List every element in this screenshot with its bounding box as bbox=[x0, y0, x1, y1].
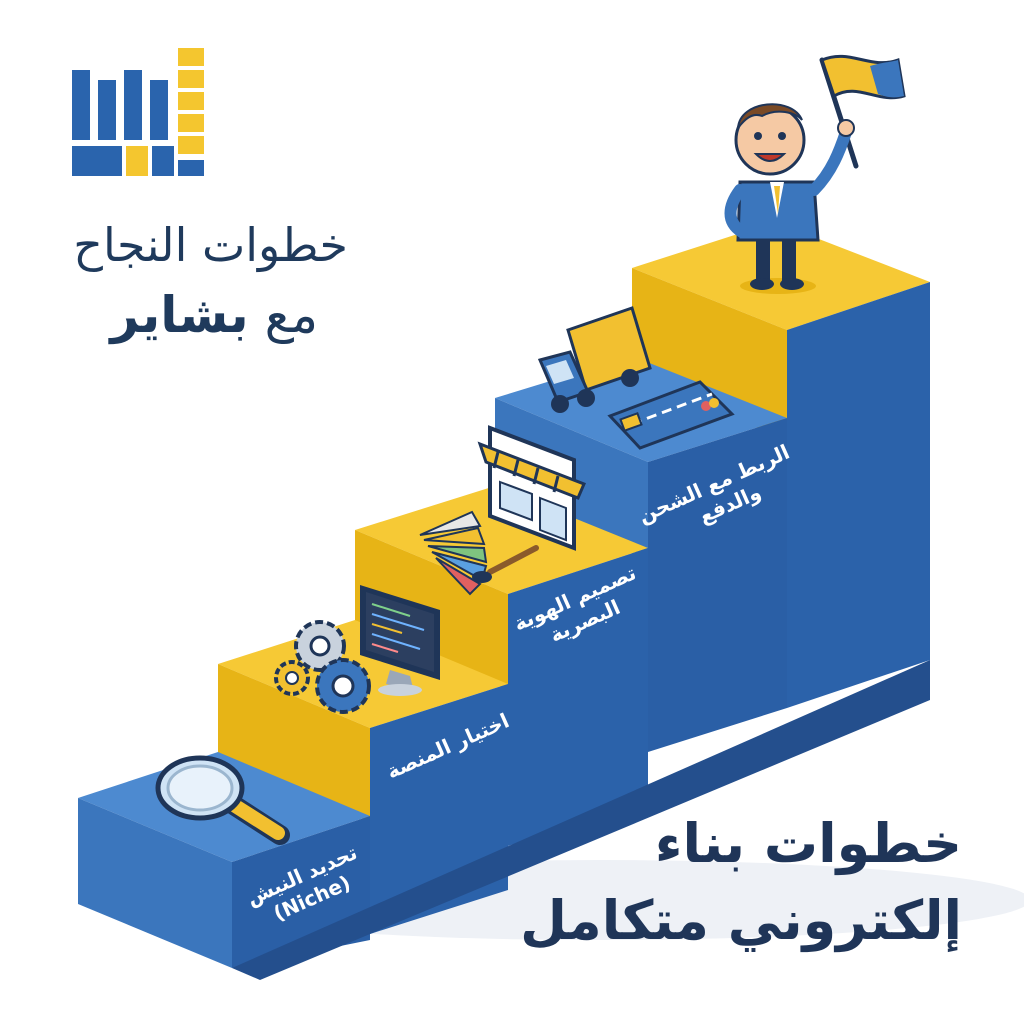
storefront-icon bbox=[477, 425, 586, 551]
main-title-line-1: خطوات بناء bbox=[654, 812, 962, 875]
logo-mark bbox=[72, 48, 204, 176]
main-title: خطوات بناء إلكتروني متكامل bbox=[492, 806, 962, 959]
gears-icon bbox=[274, 620, 371, 714]
magnifier-icon bbox=[155, 755, 290, 845]
stair-step-4 bbox=[632, 222, 930, 708]
tagline-line-2: مع بشاير bbox=[110, 286, 318, 344]
main-title-line-2: إلكتروني متكامل bbox=[520, 888, 962, 952]
stair-side-face bbox=[232, 660, 930, 980]
delivery-truck-icon bbox=[537, 306, 652, 413]
tagline-prefix: مع bbox=[264, 286, 318, 344]
monitor-code-icon bbox=[360, 585, 440, 696]
businessman-with-flag bbox=[724, 54, 906, 294]
tagline-brand-name: بشاير bbox=[110, 286, 249, 344]
credit-card-icon bbox=[607, 380, 735, 450]
paintbrush-icon bbox=[472, 545, 539, 583]
color-swatch-icon bbox=[419, 510, 488, 596]
tagline-line-1: خطوات النجاح bbox=[73, 218, 348, 272]
